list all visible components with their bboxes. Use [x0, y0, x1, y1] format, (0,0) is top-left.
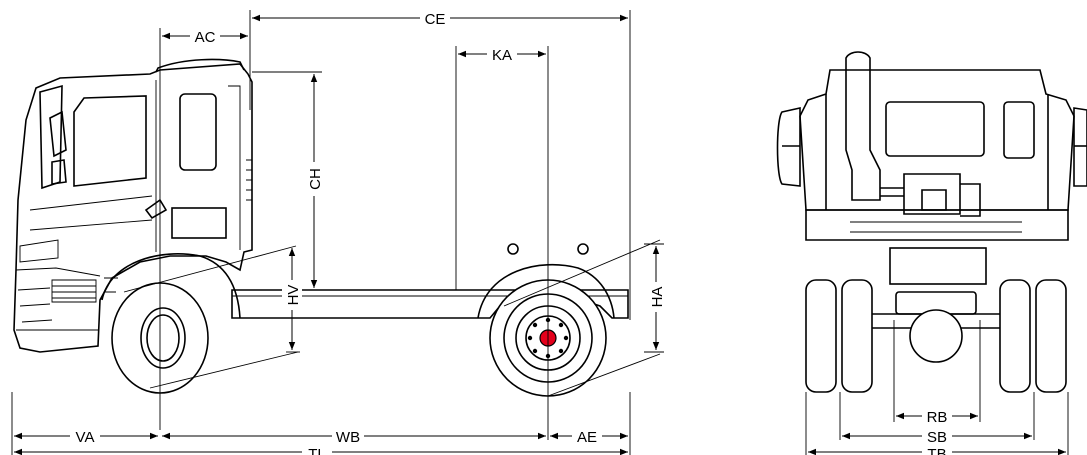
sleeper-window	[179, 93, 217, 171]
dim-label-tl: TL	[308, 446, 326, 455]
rear-window	[885, 101, 985, 157]
rear-mirror-right	[1073, 107, 1087, 187]
rear-view: RB SB TB	[776, 51, 1087, 455]
dim-label-va: VA	[76, 429, 95, 446]
rear-crossmember	[889, 247, 987, 285]
dim-label-ka: KA	[492, 47, 512, 64]
mirror	[49, 110, 67, 185]
tire-inner-left	[841, 279, 873, 393]
dim-label-sb: SB	[927, 429, 947, 446]
side-view: CE AC KA CH HV HA VA WB AE TL	[11, 9, 666, 455]
rear-frame	[805, 209, 1069, 241]
dim-label-ch: CH	[307, 168, 324, 190]
tire-outer-right	[1035, 279, 1067, 393]
door-window	[73, 95, 147, 187]
dim-label-ac: AC	[195, 29, 216, 46]
dim-label-tb: TB	[927, 446, 946, 455]
rear-mirror-left	[776, 107, 801, 187]
windshield	[39, 84, 63, 190]
dim-label-hv: HV	[285, 285, 302, 306]
rear-fender	[477, 264, 615, 319]
tire-inner-right	[999, 279, 1031, 393]
cab-rear	[799, 69, 1075, 211]
cab-body	[13, 63, 253, 353]
dim-label-ce: CE	[425, 11, 446, 28]
differential	[909, 309, 963, 363]
exhaust-pipe	[845, 51, 881, 201]
dim-label-wb: WB	[336, 429, 360, 446]
side-panel	[171, 207, 227, 239]
dim-label-ae: AE	[577, 429, 597, 446]
dim-label-ha: HA	[649, 287, 666, 308]
dim-label-rb: RB	[927, 409, 948, 426]
tire-outer-left	[805, 279, 837, 393]
